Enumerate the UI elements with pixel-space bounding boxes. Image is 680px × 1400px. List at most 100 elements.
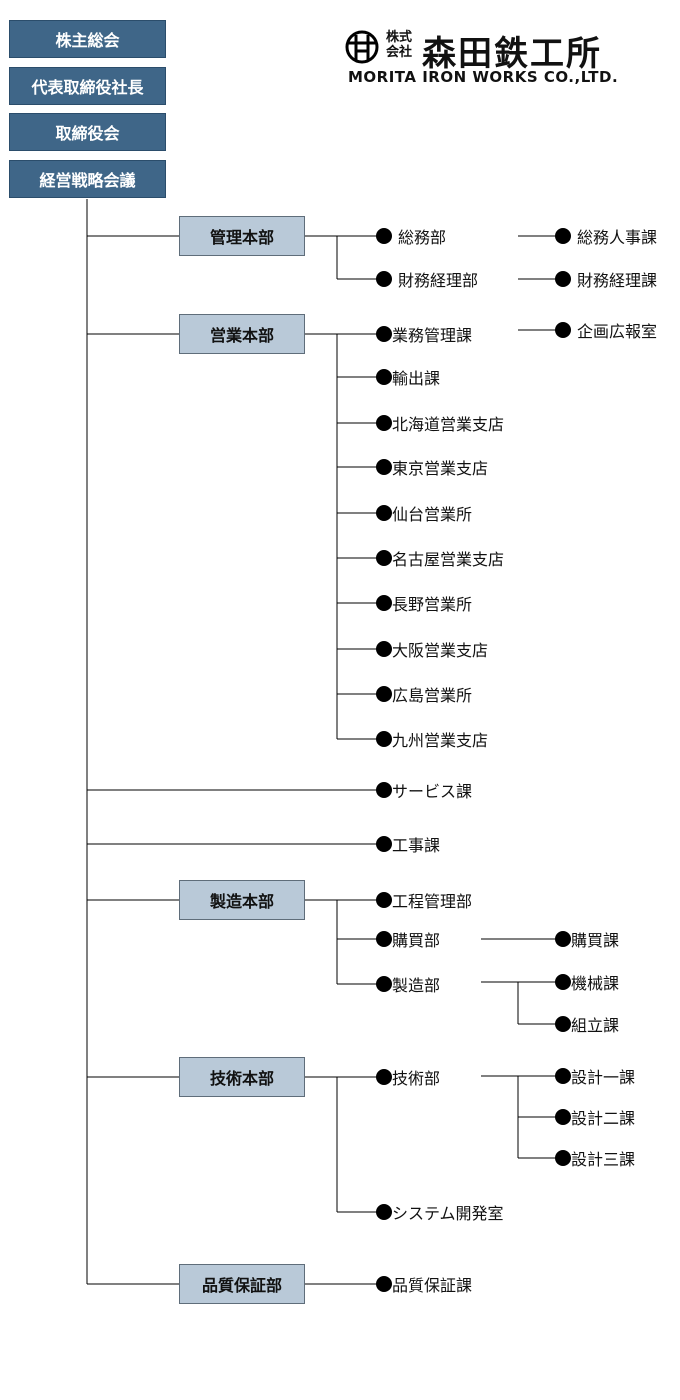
node-bullet-icon [555,931,571,947]
dept-label: 名古屋営業支店 [392,550,505,569]
dept-label: 仙台営業所 [392,505,473,524]
section-label: 設計三課 [571,1150,636,1169]
node-bullet-icon [555,322,571,338]
node-bullet-icon [555,271,571,287]
section-label: 企画広報室 [577,322,658,341]
node-bullet-icon [376,1204,392,1220]
dept-node: 大阪営業支店 [376,638,488,660]
dept-node: 東京営業支店 [376,456,488,478]
dept-label: システム開発室 [392,1204,504,1223]
node-bullet-icon [555,1068,571,1084]
dept-label: 北海道営業支店 [392,415,505,434]
dept-label: 総務部 [398,228,447,247]
dept-label: 大阪営業支店 [392,641,489,660]
dept-node: 名古屋営業支店 [376,547,504,569]
node-bullet-icon [376,595,392,611]
company-logo: 株式会社 森田鉄工所 MORITA IRON WORKS CO.,LTD. [340,26,630,90]
president-box: 代表取締役社長 [9,67,166,105]
node-bullet-icon [555,1109,571,1125]
node-bullet-icon [376,836,392,852]
dept-label: 長野営業所 [392,595,473,614]
dept-label: 購買部 [392,931,441,950]
strategy-meeting-box: 経営戦略会議 [9,160,166,198]
dept-node: 北海道営業支店 [376,412,504,434]
dept-node: システム開発室 [376,1201,504,1223]
section-node: 設計一課 [555,1065,635,1087]
dept-node: 輸出課 [376,366,440,388]
dept-label: 業務管理課 [392,326,473,345]
node-bullet-icon [376,892,392,908]
dept-node: 広島営業所 [376,683,472,705]
section-node: 企画広報室 [555,319,657,341]
section-label: 財務経理課 [577,271,658,290]
section-node: 品質保証課 [376,1273,472,1295]
dept-node: 財務経理部 [376,268,478,290]
dept-label: 九州営業支店 [392,731,489,750]
section-label: 設計一課 [571,1068,636,1087]
dept-node: 仙台営業所 [376,502,472,524]
node-bullet-icon [376,976,392,992]
logo-english-name: MORITA IRON WORKS CO.,LTD. [348,68,619,86]
shareholders-meeting-box: 株主総会 [9,20,166,58]
node-bullet-icon [376,731,392,747]
eigyo-division-box: 営業本部 [179,314,305,354]
logo-company-type: 株式会社 [386,30,413,60]
gijutsu-division-box: 技術本部 [179,1057,305,1097]
node-bullet-icon [376,459,392,475]
dept-label: 工程管理部 [392,892,473,911]
section-label: 品質保証課 [392,1276,473,1295]
node-bullet-icon [376,550,392,566]
logo-emblem-icon [345,30,379,64]
dept-node: 工程管理部 [376,889,472,911]
dept-node: 製造部 [376,973,440,995]
section-node: 購買課 [555,928,619,950]
node-bullet-icon [555,974,571,990]
dept-label: 製造部 [392,976,441,995]
section-node: 総務人事課 [555,225,657,247]
node-bullet-icon [376,369,392,385]
dept-label: 東京営業支店 [392,459,489,478]
node-bullet-icon [376,641,392,657]
node-bullet-icon [555,228,571,244]
node-bullet-icon [376,326,392,342]
section-node: 財務経理課 [555,268,657,290]
node-bullet-icon [376,228,392,244]
node-bullet-icon [376,505,392,521]
section-node: 機械課 [555,971,619,993]
dept-label: 技術部 [392,1069,441,1088]
dept-label: 広島営業所 [392,686,473,705]
section-node: 組立課 [555,1013,619,1035]
dept-node: 業務管理課 [376,323,472,345]
node-bullet-icon [376,415,392,431]
dept-label: 工事課 [392,836,441,855]
node-bullet-icon [376,782,392,798]
section-node: 設計三課 [555,1147,635,1169]
section-label: 購買課 [571,931,620,950]
section-label: 総務人事課 [577,228,658,247]
logo-company-name: 森田鉄工所 [422,34,602,74]
node-bullet-icon [376,931,392,947]
section-label: 組立課 [571,1016,620,1035]
node-bullet-icon [555,1150,571,1166]
section-node: 設計二課 [555,1106,635,1128]
dept-node: 技術部 [376,1066,440,1088]
node-bullet-icon [376,1276,392,1292]
dept-node: 工事課 [376,833,440,855]
hinshitsu-division-box: 品質保証部 [179,1264,305,1304]
dept-label: サービス課 [392,782,473,801]
node-bullet-icon [376,1069,392,1085]
board-of-directors-box: 取締役会 [9,113,166,151]
kanri-division-box: 管理本部 [179,216,305,256]
node-bullet-icon [555,1016,571,1032]
section-label: 設計二課 [571,1109,636,1128]
dept-node: 長野営業所 [376,592,472,614]
dept-node: 購買部 [376,928,440,950]
node-bullet-icon [376,686,392,702]
section-label: 機械課 [571,974,620,993]
dept-node: 総務部 [376,225,446,247]
node-bullet-icon [376,271,392,287]
seizo-division-box: 製造本部 [179,880,305,920]
dept-node: サービス課 [376,779,472,801]
dept-label: 財務経理部 [398,271,479,290]
